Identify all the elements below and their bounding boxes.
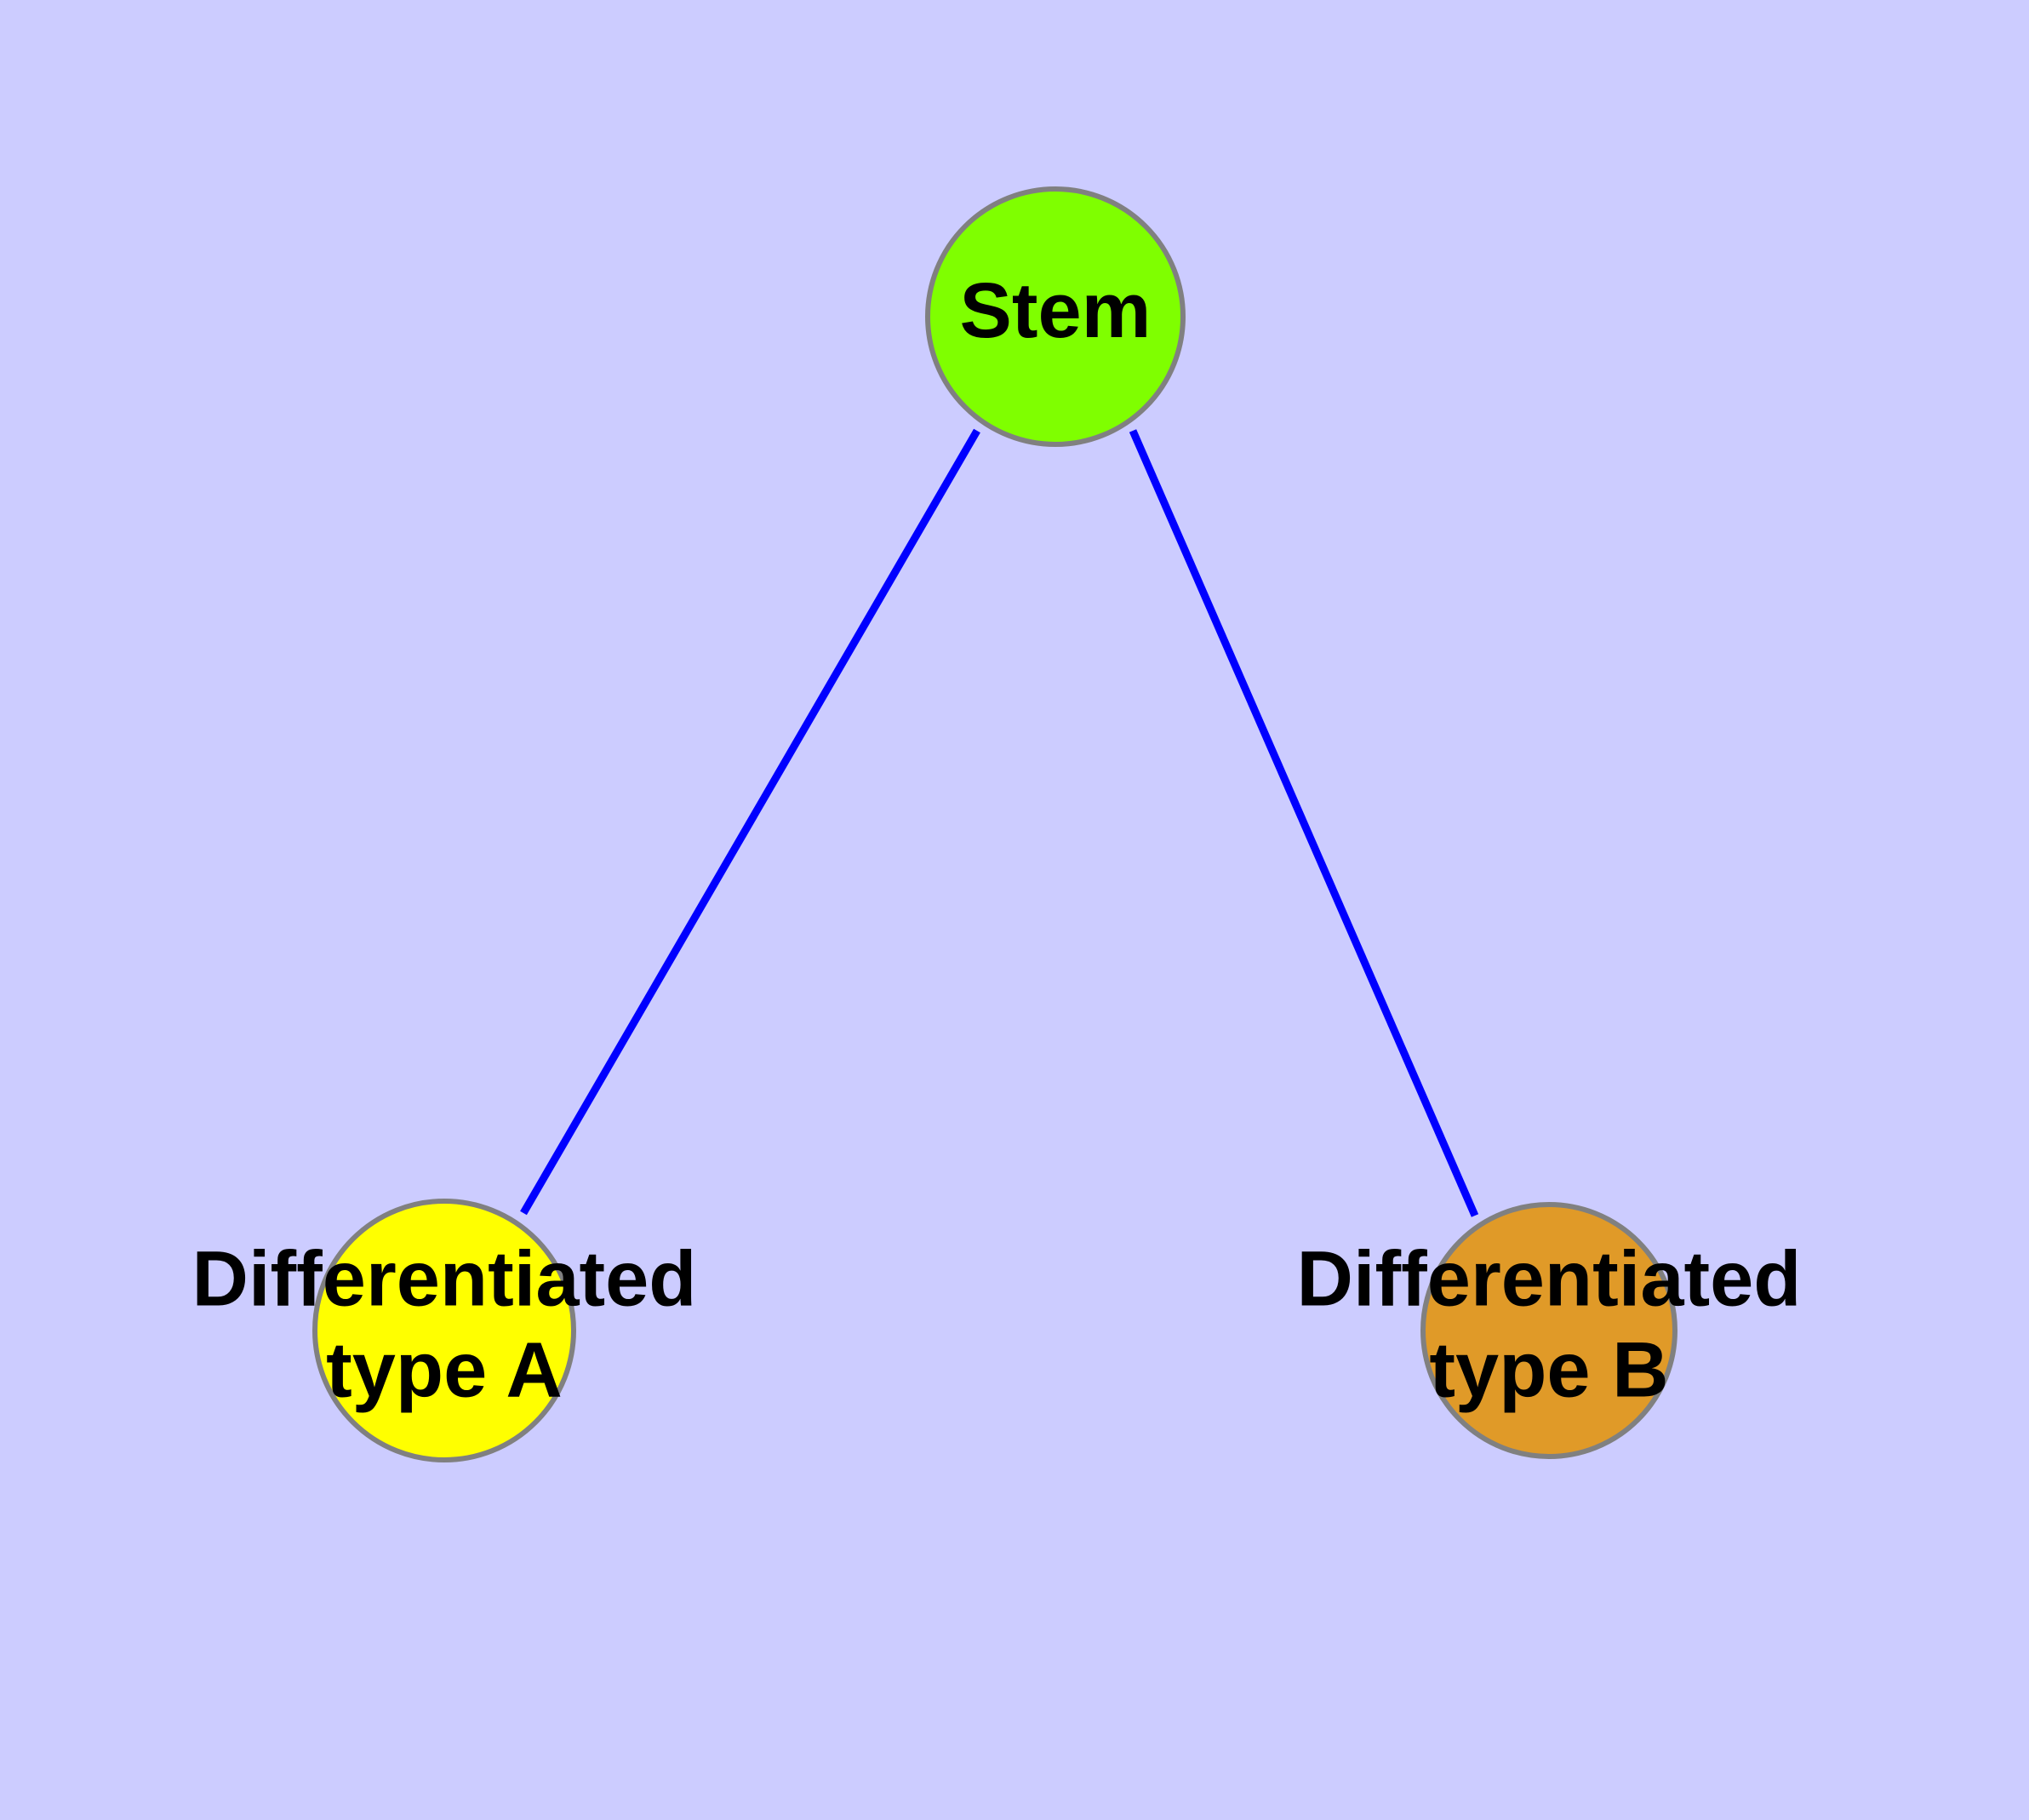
- node-stem-circle[interactable]: [925, 186, 1186, 447]
- node-stem-label: Stem: [960, 267, 1152, 354]
- node-differentiated-type-a-circle[interactable]: [312, 1199, 576, 1462]
- node-stem[interactable]: Stem: [925, 186, 1186, 447]
- node-differentiated-type-b-circle[interactable]: [1420, 1202, 1677, 1459]
- edge-stem-to-differentiated-type-b[interactable]: [1129, 429, 1479, 1217]
- edge-stem-to-differentiated-type-a[interactable]: [520, 428, 980, 1216]
- edges-group: [520, 428, 1479, 1217]
